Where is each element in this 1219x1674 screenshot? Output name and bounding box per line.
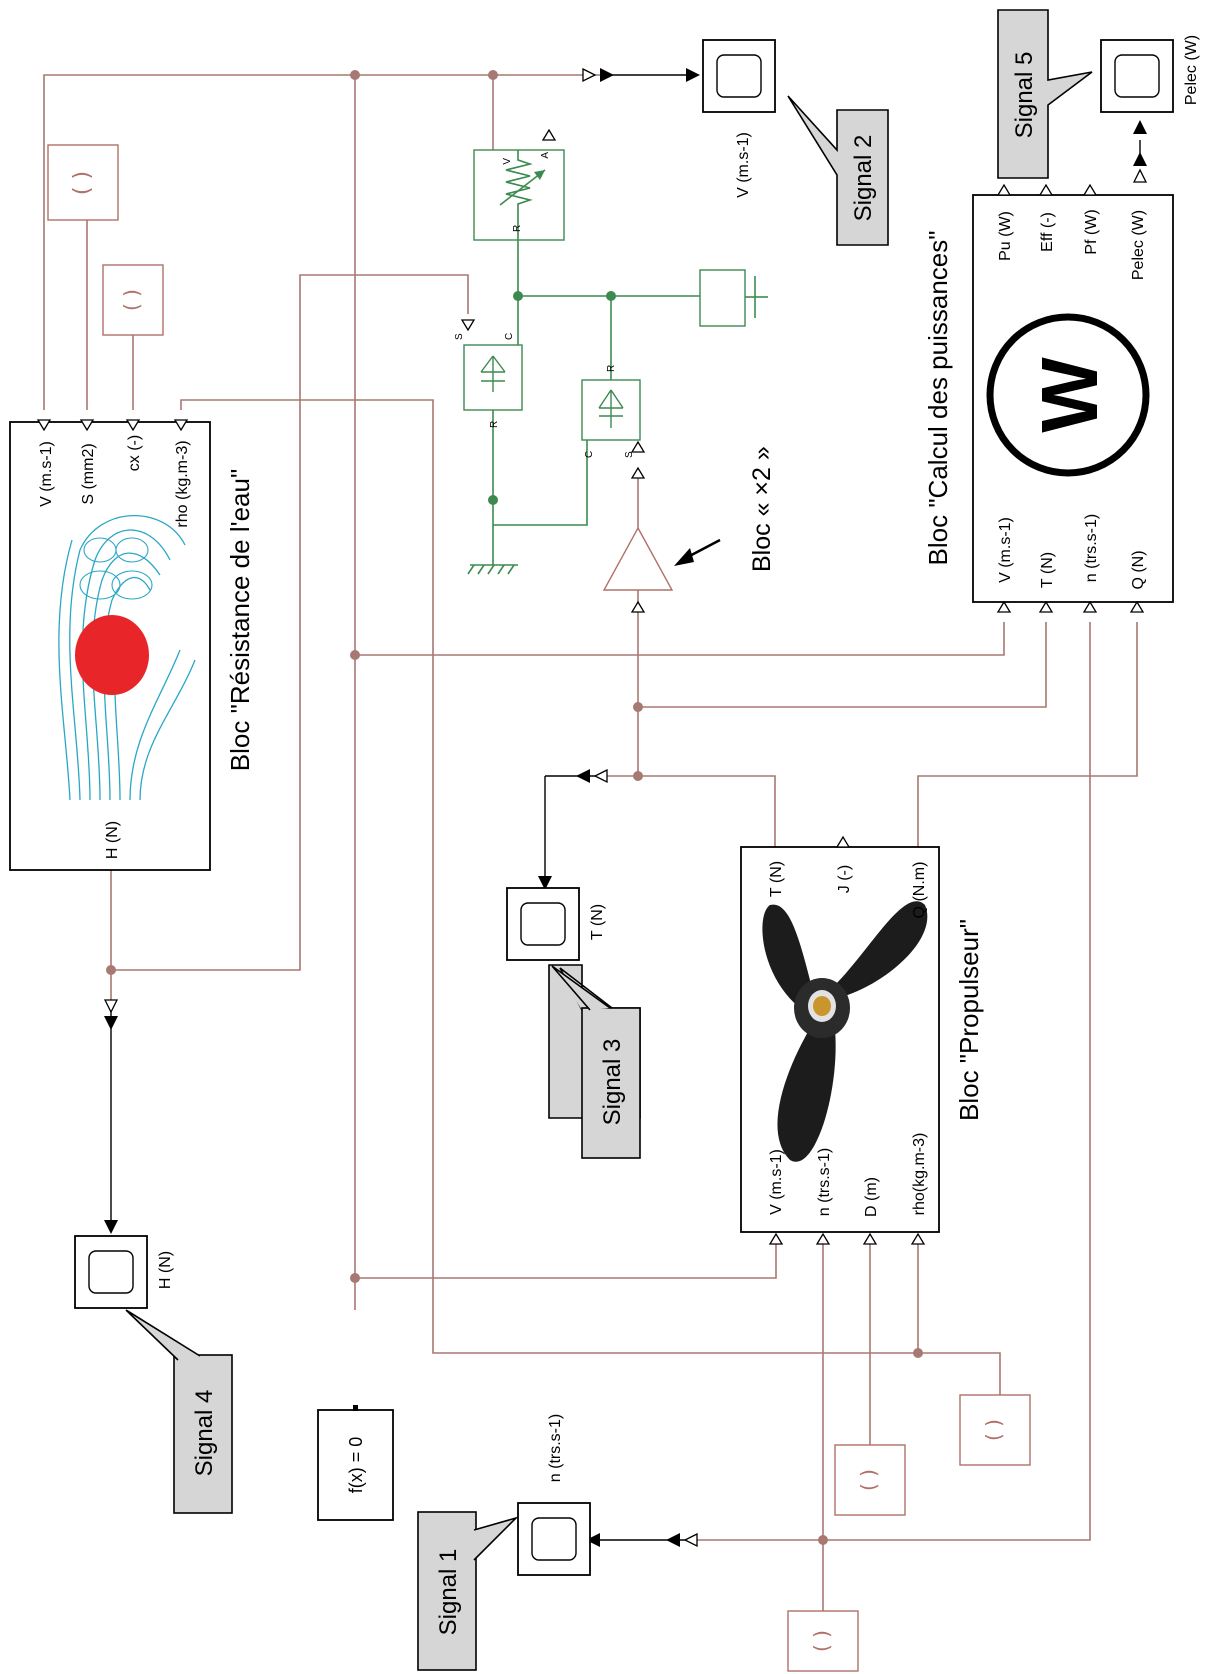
scope-pelec-label: Pelec (W) bbox=[1183, 35, 1200, 105]
signal-wires bbox=[43, 74, 1138, 1611]
constant-n bbox=[787, 1610, 859, 1672]
puissances-block[interactable]: W V (m.s-1) T (N) n (trs.s-1) Q (N) Pu (… bbox=[972, 183, 1174, 613]
puissances-input-q: Q (N) bbox=[1130, 550, 1147, 589]
scope-links bbox=[103, 67, 1148, 1548]
propulseur-output-t: T (N) bbox=[768, 861, 785, 897]
gain-block[interactable] bbox=[602, 466, 674, 613]
puissances-output-pelec: Pelec (W) bbox=[1130, 210, 1147, 280]
scope-h[interactable]: H (N) bbox=[74, 1235, 174, 1309]
resistance-output-h: H (N) bbox=[104, 821, 121, 859]
puissances-block-title: Bloc "Calcul des puissances" bbox=[923, 231, 953, 566]
propulseur-output-q: Q (N.m) bbox=[911, 862, 928, 919]
puissances-output-pf: Pf (W) bbox=[1083, 209, 1100, 254]
scope-screen-icon bbox=[716, 54, 762, 98]
source2-port-c: C bbox=[584, 451, 595, 458]
callout-signal-5: Signal 5 bbox=[997, 9, 1093, 179]
svg-text:( ): ( ) bbox=[810, 1630, 834, 1652]
resistance-input-v: V (m.s-1) bbox=[38, 441, 55, 507]
scope-screen-icon bbox=[531, 1517, 577, 1561]
scope-h-label: H (N) bbox=[157, 1251, 174, 1289]
propulseur-input-rho: rho(kg.m-3) bbox=[911, 1133, 928, 1216]
callout-signal-5-text: Signal 5 bbox=[1011, 52, 1038, 139]
damper-port-r: R bbox=[512, 225, 523, 232]
resistance-block[interactable]: V (m.s-1) S (mm2) cx (-) rho (kg.m-3) H … bbox=[9, 419, 211, 871]
propulseur-output-j: J (-) bbox=[836, 865, 853, 893]
variable-damper-block[interactable]: V A R bbox=[473, 128, 565, 241]
sphere-obstacle bbox=[75, 615, 149, 695]
constant-cx bbox=[102, 264, 164, 336]
scope-t[interactable]: T (N) bbox=[506, 887, 606, 961]
mech-reference-block bbox=[699, 269, 746, 327]
callout-signal-4: Signal 4 bbox=[125, 1309, 233, 1514]
power-icon-letter: W bbox=[1025, 357, 1114, 433]
constant-rho bbox=[959, 1394, 1031, 1466]
constant-blocks[interactable]: ( ) ( ) ( ) ( ) ( ) bbox=[47, 144, 1031, 1672]
junction-dots bbox=[106, 70, 923, 1545]
svg-text:( ): ( ) bbox=[120, 289, 144, 311]
gain-pointer-arrow bbox=[674, 538, 721, 566]
damper-port-a: A bbox=[540, 152, 551, 159]
source2-port-r: R bbox=[606, 365, 617, 372]
gain-block-label: Bloc « ×2 » bbox=[748, 446, 776, 572]
svg-text:( ): ( ) bbox=[982, 1419, 1006, 1441]
scope-screen-icon bbox=[88, 1250, 134, 1294]
ideal-source-2[interactable]: C S R bbox=[581, 365, 646, 458]
constant-s bbox=[47, 144, 119, 221]
propulseur-input-v: V (m.s-1) bbox=[768, 1149, 785, 1215]
callout-signal-3: Signal 3 bbox=[548, 964, 641, 1159]
solver-block[interactable]: f(x) = 0 bbox=[317, 1405, 394, 1521]
scope-screen-icon bbox=[1114, 54, 1160, 98]
callout-signal-2: Signal 2 bbox=[787, 95, 889, 246]
solver-label: f(x) = 0 bbox=[346, 1437, 366, 1494]
callout-signal-1-text: Signal 1 bbox=[435, 1549, 462, 1636]
ideal-source-1[interactable]: S C R bbox=[454, 319, 523, 428]
propulseur-input-d: D (m) bbox=[863, 1177, 880, 1217]
puissances-input-v: V (m.s-1) bbox=[997, 517, 1014, 583]
constant-d bbox=[834, 1444, 906, 1516]
scope-pelec[interactable]: Pelec (W) bbox=[1100, 35, 1200, 113]
callout-signal-3-text: Signal 3 bbox=[599, 1039, 626, 1126]
damper-port-v: V bbox=[502, 158, 513, 165]
puissances-input-n: n (trs.s-1) bbox=[1083, 514, 1100, 582]
callout-signal-2-text: Signal 2 bbox=[850, 135, 877, 222]
puissances-output-pu: Pu (W) bbox=[997, 211, 1014, 261]
scope-v-label: V (m.s-1) bbox=[735, 132, 752, 198]
scope-n[interactable]: n (trs.s-1) bbox=[517, 1414, 591, 1576]
source1-port-c: C bbox=[504, 333, 515, 340]
scope-v[interactable]: V (m.s-1) bbox=[702, 39, 776, 198]
source1-port-r: R bbox=[489, 421, 500, 428]
propulseur-block[interactable]: V (m.s-1) n (trs.s-1) D (m) rho(kg.m-3) … bbox=[740, 835, 940, 1245]
resistance-input-s: S (mm2) bbox=[80, 443, 97, 504]
svg-text:( ): ( ) bbox=[857, 1469, 881, 1491]
source1-port-s: S bbox=[454, 333, 465, 340]
puissances-output-eff: Eff (-) bbox=[1039, 212, 1056, 252]
resistance-input-rho: rho (kg.m-3) bbox=[174, 440, 191, 527]
svg-text:( ): ( ) bbox=[70, 171, 95, 195]
callout-signal-1: Signal 1 bbox=[417, 1511, 519, 1671]
propeller-image bbox=[762, 901, 928, 1162]
resistance-block-title: Bloc "Résistance de l'eau" bbox=[225, 469, 255, 771]
source2-port-s: S bbox=[624, 451, 635, 458]
resistance-input-cx: cx (-) bbox=[126, 435, 143, 471]
callout-signal-4-text: Signal 4 bbox=[191, 1390, 218, 1477]
propulseur-input-n: n (trs.s-1) bbox=[816, 1148, 833, 1216]
propulseur-block-title: Bloc "Propulseur" bbox=[954, 919, 984, 1121]
scope-n-label: n (trs.s-1) bbox=[547, 1414, 564, 1482]
physical-network bbox=[467, 240, 768, 575]
scope-screen-icon bbox=[520, 902, 566, 946]
puissances-input-t: T (N) bbox=[1039, 552, 1056, 588]
flow-illustration bbox=[58, 515, 196, 801]
power-icon bbox=[986, 313, 1150, 477]
scope-t-label: T (N) bbox=[589, 904, 606, 940]
